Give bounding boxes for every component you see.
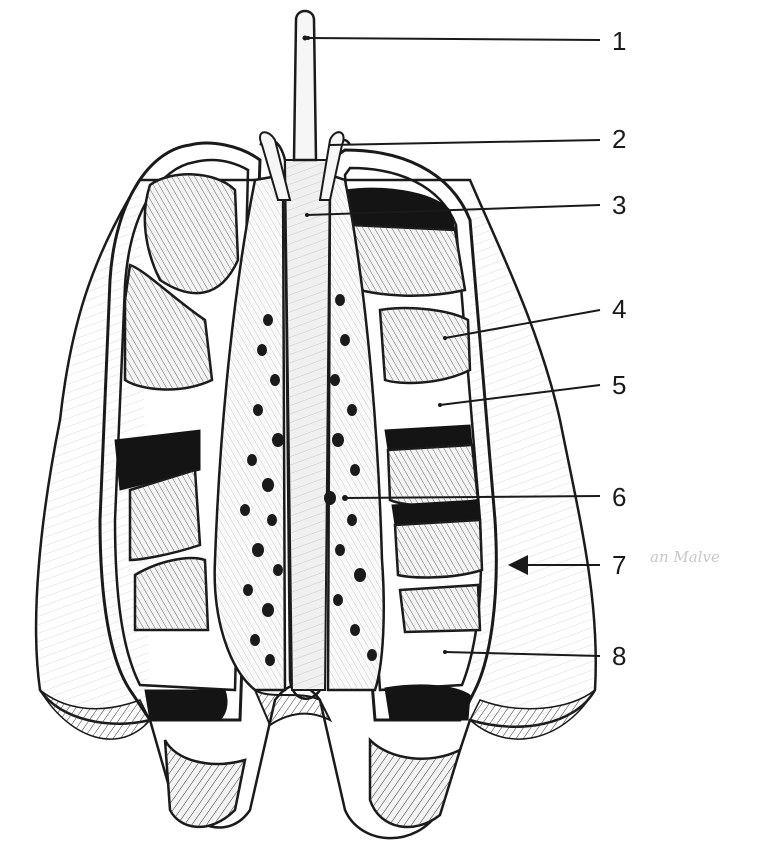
callout-numbers: 1 2 3 4 5 6 7 8	[612, 26, 626, 671]
callout-number-2: 2	[612, 124, 626, 154]
callout-number-7: 7	[612, 550, 626, 580]
callout-number-3: 3	[612, 190, 626, 220]
callout-line-1	[308, 38, 600, 40]
callout-number-8: 8	[612, 641, 626, 671]
callout-number-1: 1	[612, 26, 626, 56]
probe-rod	[294, 11, 316, 160]
callout-line-2	[330, 140, 600, 145]
callout-number-6: 6	[612, 482, 626, 512]
nostril-shading	[255, 690, 330, 725]
handwritten-note: an Malve	[650, 548, 720, 566]
callout-number-4: 4	[612, 294, 626, 324]
callout-number-5: 5	[612, 370, 626, 400]
